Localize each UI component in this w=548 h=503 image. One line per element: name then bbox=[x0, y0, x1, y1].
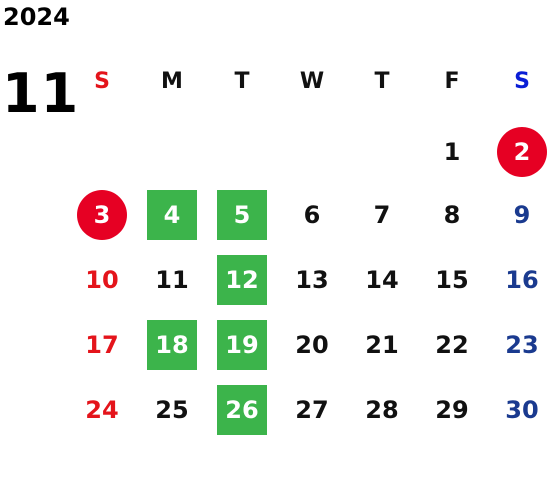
day-cell-13[interactable]: 13 bbox=[295, 266, 329, 294]
day-cell-17[interactable]: 17 bbox=[85, 331, 119, 359]
day-cell-28[interactable]: 28 bbox=[365, 396, 399, 424]
day-cell-26[interactable]: 26 bbox=[217, 385, 267, 435]
day-cell-1[interactable]: 1 bbox=[443, 138, 461, 166]
day-cell-19[interactable]: 19 bbox=[217, 320, 267, 370]
day-cell-16[interactable]: 16 bbox=[505, 266, 539, 294]
day-cell-22[interactable]: 22 bbox=[435, 331, 469, 359]
month-number: 11 bbox=[2, 62, 80, 125]
weekday-header-5: F bbox=[444, 68, 460, 94]
day-cell-23[interactable]: 23 bbox=[505, 331, 539, 359]
weekday-header-4: T bbox=[374, 68, 390, 94]
day-cell-2[interactable]: 2 bbox=[497, 127, 547, 177]
day-cell-20[interactable]: 20 bbox=[295, 331, 329, 359]
year-label: 2024 bbox=[3, 3, 70, 31]
day-cell-12[interactable]: 12 bbox=[217, 255, 267, 305]
day-cell-25[interactable]: 25 bbox=[155, 396, 189, 424]
day-cell-18[interactable]: 18 bbox=[147, 320, 197, 370]
day-cell-11[interactable]: 11 bbox=[155, 266, 189, 294]
day-cell-3[interactable]: 3 bbox=[77, 190, 127, 240]
day-cell-29[interactable]: 29 bbox=[435, 396, 469, 424]
day-cell-21[interactable]: 21 bbox=[365, 331, 399, 359]
weekday-header-0: S bbox=[94, 68, 110, 94]
day-cell-27[interactable]: 27 bbox=[295, 396, 329, 424]
day-cell-4[interactable]: 4 bbox=[147, 190, 197, 240]
weekday-header-3: W bbox=[299, 68, 325, 94]
weekday-header-6: S bbox=[514, 68, 530, 94]
day-cell-10[interactable]: 10 bbox=[85, 266, 119, 294]
day-cell-30[interactable]: 30 bbox=[505, 396, 539, 424]
day-cell-15[interactable]: 15 bbox=[435, 266, 469, 294]
day-cell-14[interactable]: 14 bbox=[365, 266, 399, 294]
day-cell-5[interactable]: 5 bbox=[217, 190, 267, 240]
day-cell-8[interactable]: 8 bbox=[443, 201, 461, 229]
day-cell-24[interactable]: 24 bbox=[85, 396, 119, 424]
weekday-header-2: T bbox=[234, 68, 250, 94]
day-cell-7[interactable]: 7 bbox=[373, 201, 391, 229]
day-cell-6[interactable]: 6 bbox=[303, 201, 321, 229]
weekday-header-1: M bbox=[161, 68, 183, 94]
day-cell-9[interactable]: 9 bbox=[513, 201, 531, 229]
